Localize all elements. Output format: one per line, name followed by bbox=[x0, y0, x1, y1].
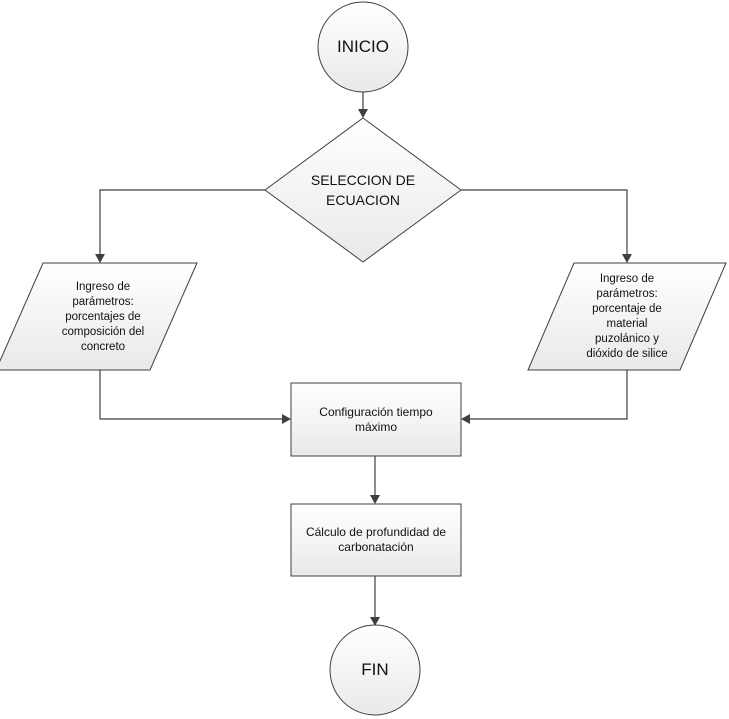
config-line-2: máximo bbox=[354, 419, 397, 434]
config-process bbox=[290, 382, 462, 457]
input-right-parallelogram bbox=[527, 262, 727, 371]
connector-decision-left bbox=[99, 189, 265, 255]
input-right-label: Ingreso de parámetros: porcentaje de mat… bbox=[572, 268, 682, 366]
calc-process bbox=[290, 503, 462, 577]
input-left-label: Ingreso de parámetros: porcentajes de co… bbox=[48, 270, 158, 365]
arrowhead-input-left bbox=[95, 254, 105, 263]
start-label: INICIO bbox=[318, 22, 408, 72]
config-label: Configuración tiempo máximo bbox=[293, 385, 459, 454]
decision-line-2: ECUACION bbox=[326, 192, 400, 208]
input-left-line-4: composición del bbox=[61, 326, 145, 338]
arrowhead-config-left bbox=[282, 414, 291, 424]
input-left-line-2: parámetros: bbox=[72, 296, 134, 308]
input-right-line-6: dióxido de silice bbox=[586, 348, 668, 360]
calc-label: Cálculo de profundidad de carbonatación bbox=[293, 506, 459, 574]
decision-line-1: SELECCION DE bbox=[310, 172, 416, 188]
input-right-line-5: puzolánico y bbox=[595, 333, 659, 345]
calc-line-2: carbonatación bbox=[338, 540, 414, 554]
arrowhead-end bbox=[370, 617, 380, 626]
end-terminal bbox=[329, 624, 421, 716]
arrowhead-decision bbox=[358, 109, 368, 118]
input-left-line-5: concreto bbox=[80, 341, 126, 353]
decision-diamond bbox=[264, 117, 462, 263]
end-label: FIN bbox=[330, 645, 420, 695]
input-right-line-3: porcentaje de bbox=[592, 303, 662, 315]
input-left-parallelogram bbox=[0, 262, 198, 371]
connector-right-config bbox=[469, 370, 628, 420]
input-left-line-1: Ingreso de bbox=[75, 281, 131, 293]
connector-left-config bbox=[99, 370, 283, 420]
input-right-line-1: Ingreso de bbox=[599, 273, 655, 285]
end-label-text: FIN bbox=[361, 660, 389, 679]
arrowhead-calc bbox=[370, 495, 380, 504]
connector-decision-right bbox=[461, 189, 628, 255]
calc-line-1: Cálculo de profundidad de bbox=[305, 525, 447, 539]
config-line-1: Configuración tiempo bbox=[319, 404, 433, 419]
arrowhead-input-right bbox=[622, 254, 632, 263]
input-left-line-3: porcentajes de bbox=[65, 311, 141, 323]
start-terminal bbox=[317, 1, 409, 93]
input-right-line-2: parámetros: bbox=[596, 288, 658, 300]
start-label-text: INICIO bbox=[337, 37, 389, 56]
decision-label: SELECCION DE ECUACION bbox=[283, 160, 443, 220]
input-right-line-4: material bbox=[606, 318, 648, 330]
arrowhead-config-right bbox=[461, 414, 470, 424]
